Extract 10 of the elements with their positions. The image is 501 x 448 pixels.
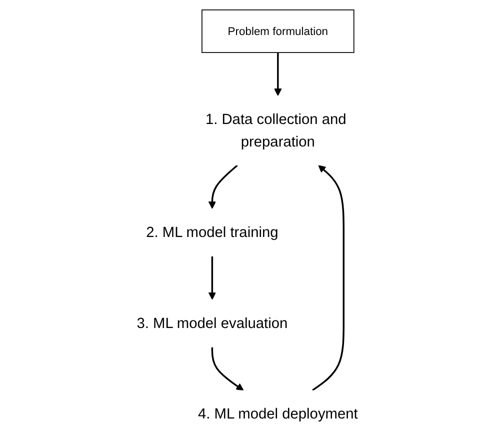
node-text: 3. ML model evaluation [136,314,288,332]
node-text: 2. ML model training [146,224,278,240]
node-box: Problem formulation [202,9,354,53]
arrow [208,164,238,209]
arrow [208,256,216,300]
arrow [211,347,244,391]
arrow [312,165,345,391]
node-text: 4. ML model deployment [198,406,358,422]
arrow [274,52,282,96]
node-text: 1. Data collection and preparation [206,111,346,150]
